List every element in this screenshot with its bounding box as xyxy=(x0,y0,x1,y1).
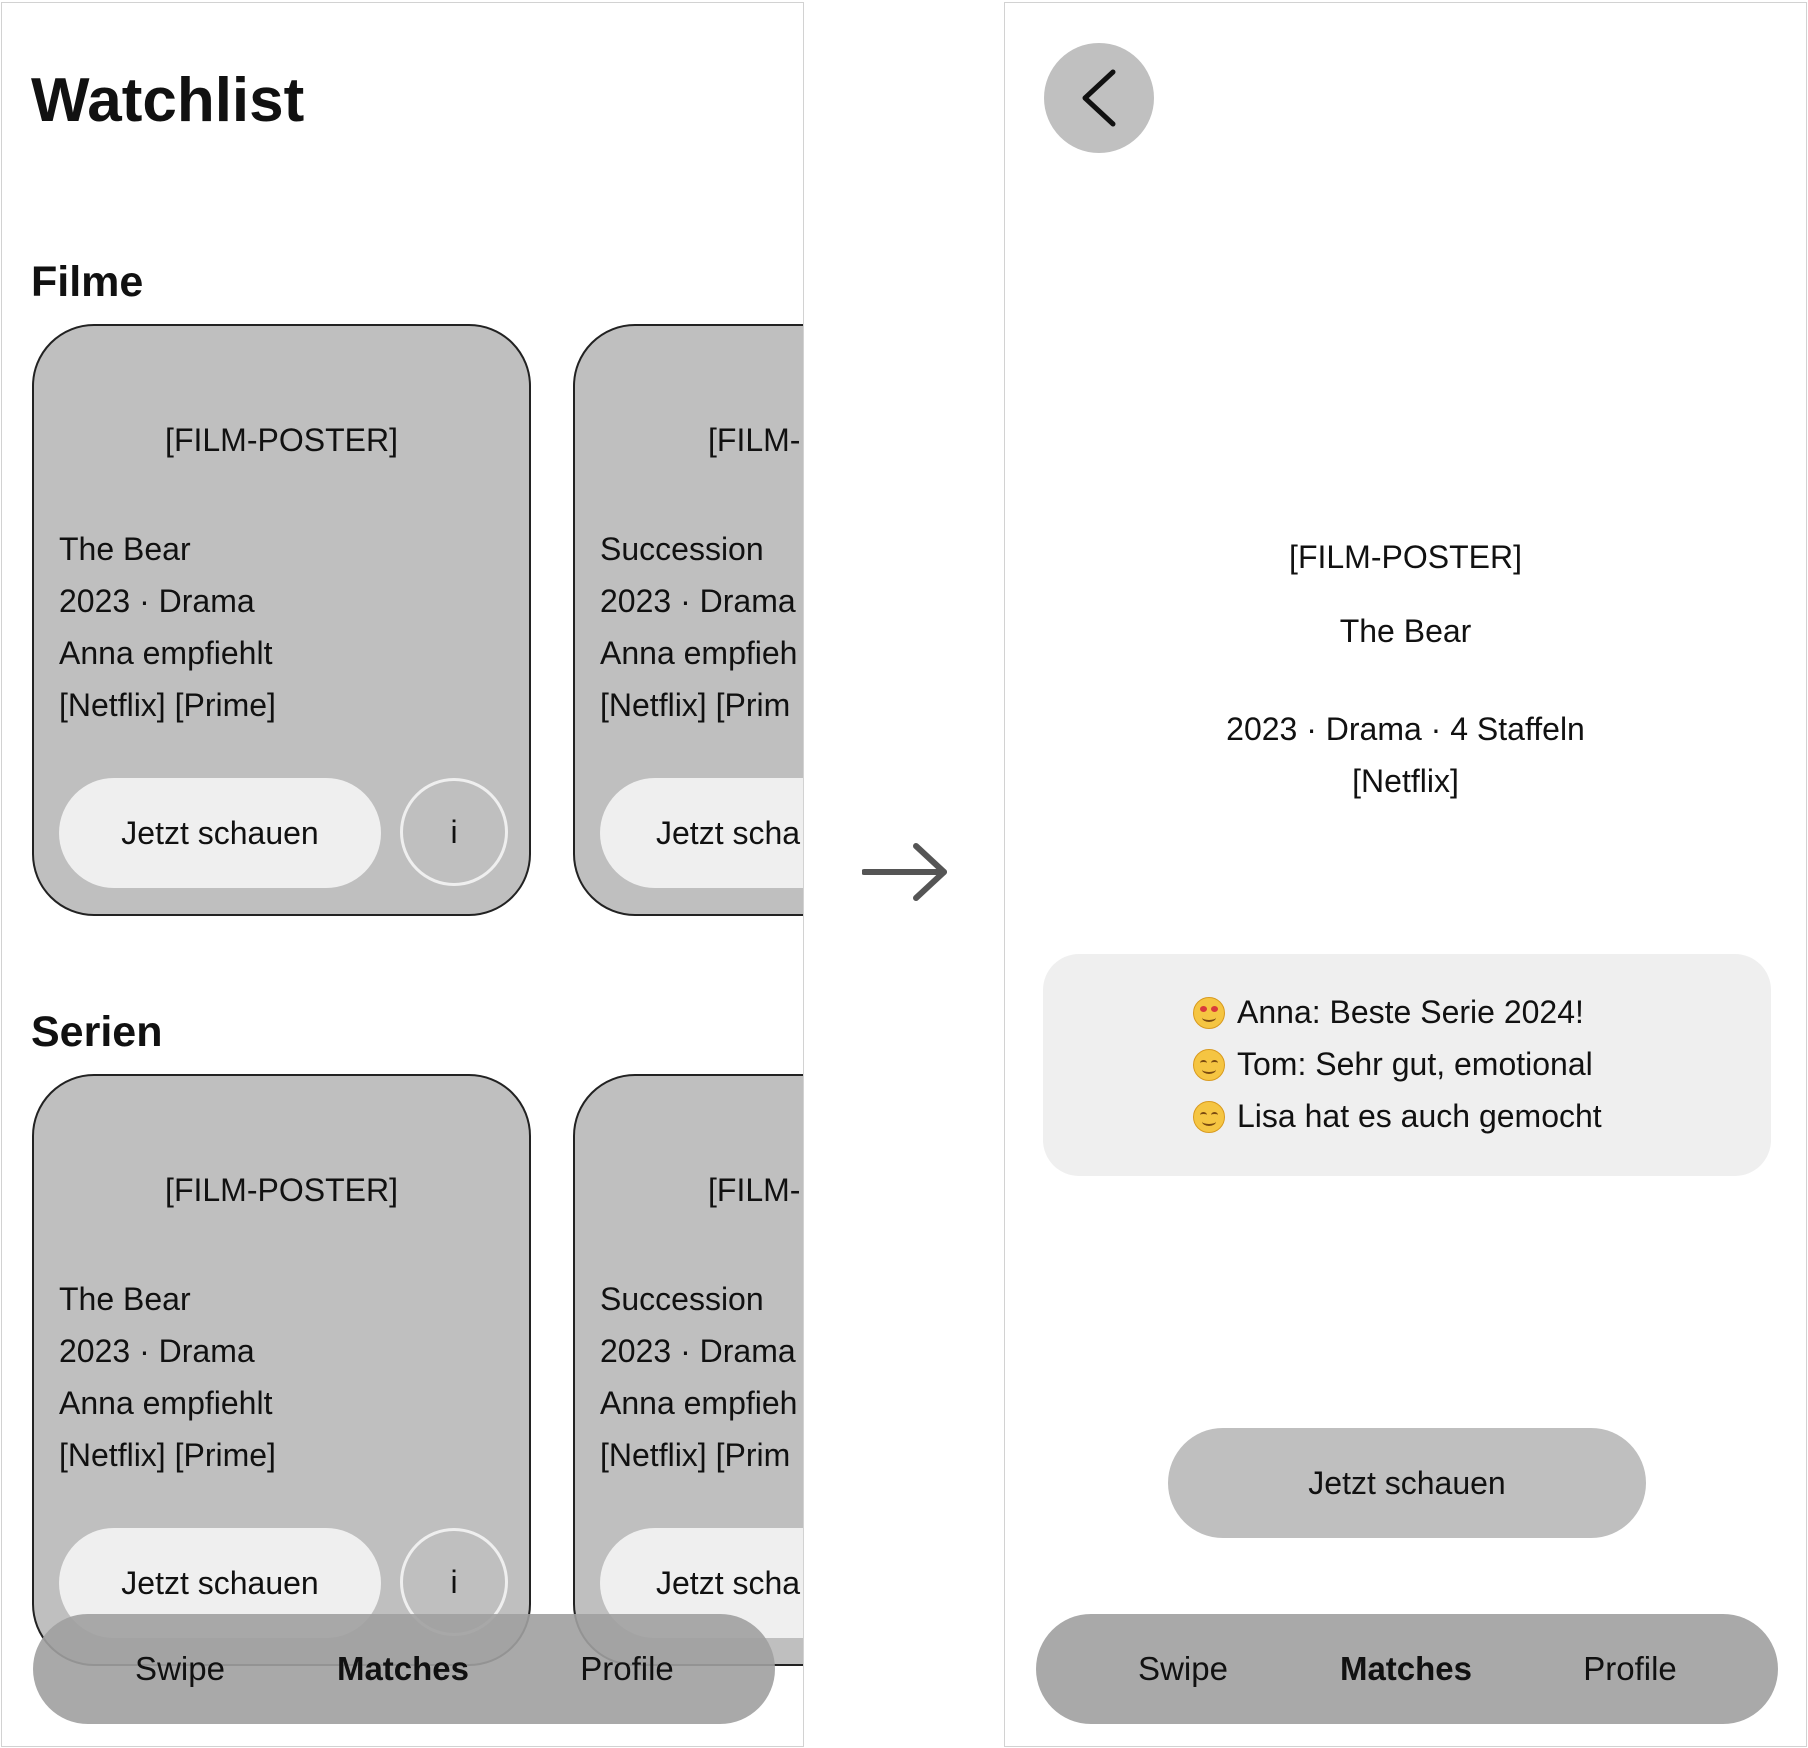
section-title-filme: Filme xyxy=(31,258,144,306)
watch-now-button[interactable]: Jetzt schauen xyxy=(59,778,381,888)
poster-placeholder: [FILM- xyxy=(708,422,801,458)
back-button[interactable] xyxy=(1044,43,1154,153)
poster-placeholder: [FILM-POSTER] xyxy=(165,1172,398,1208)
card-title: The Bear xyxy=(59,531,191,567)
friend-reviews: Anna: Beste Serie 2024! Tom: Sehr gut, e… xyxy=(1043,954,1771,1176)
heart-eyes-emoji-icon xyxy=(1193,996,1225,1029)
bottom-nav: Swipe Matches Profile xyxy=(1036,1614,1778,1724)
detail-title: The Bear xyxy=(1339,613,1472,649)
detail-provider: [Netflix] xyxy=(1352,763,1459,799)
card-recommendation: Anna empfiehlt xyxy=(59,1385,273,1421)
detail-screen: [FILM-POSTER] The Bear 2023 · Drama · 4 … xyxy=(1004,2,1807,1747)
card-title: Succession xyxy=(600,531,764,567)
review-item: Lisa hat es auch gemocht xyxy=(1193,1098,1602,1135)
watchlist-screen: Watchlist Filme [FILM-POSTER] The Bear 2… xyxy=(1,2,804,1747)
section-title-serien: Serien xyxy=(31,1008,163,1056)
review-text: Tom: Sehr gut, emotional xyxy=(1237,1046,1593,1082)
watch-now-button[interactable]: Jetzt scha xyxy=(600,778,803,888)
chevron-left-icon xyxy=(1082,69,1116,127)
movie-card[interactable]: [FILM-POSTER] The Bear 2023 · Drama Anna… xyxy=(32,324,531,916)
poster-placeholder: [FILM-POSTER] xyxy=(165,422,398,458)
info-button[interactable]: i xyxy=(400,778,508,886)
card-meta: 2023 · Drama xyxy=(59,583,255,619)
poster-placeholder: [FILM-POSTER] xyxy=(1289,539,1522,575)
card-meta: 2023 · Drama xyxy=(59,1333,255,1369)
card-providers: [Netflix] [Prime] xyxy=(59,1437,276,1473)
smiling-emoji-icon xyxy=(1193,1048,1225,1081)
card-title: The Bear xyxy=(59,1281,191,1317)
card-recommendation: Anna empfieh xyxy=(600,635,798,671)
movie-card[interactable]: [FILM- Succession 2023 · Drama Anna empf… xyxy=(573,324,803,916)
nav-item-matches[interactable]: Matches xyxy=(1339,1650,1473,1687)
review-item: Anna: Beste Serie 2024! xyxy=(1193,994,1584,1031)
nav-item-matches[interactable]: Matches xyxy=(336,1650,470,1687)
series-card[interactable]: [FILM- Succession 2023 · Drama Anna empf… xyxy=(573,1074,803,1666)
card-recommendation: Anna empfieh xyxy=(600,1385,798,1421)
bottom-nav: Swipe Matches Profile xyxy=(33,1614,775,1724)
nav-item-profile[interactable]: Profile xyxy=(580,1650,674,1687)
card-recommendation: Anna empfiehlt xyxy=(59,635,273,671)
review-text: Anna: Beste Serie 2024! xyxy=(1237,994,1584,1030)
watch-now-button[interactable]: Jetzt schauen xyxy=(1168,1428,1646,1538)
smiling-emoji-icon xyxy=(1193,1100,1225,1133)
detail-meta: 2023 · Drama · 4 Staffeln xyxy=(1226,711,1585,747)
page-title: Watchlist xyxy=(31,66,305,135)
card-providers: [Netflix] [Prim xyxy=(600,687,791,723)
arrow-right-icon xyxy=(862,843,947,901)
nav-item-swipe[interactable]: Swipe xyxy=(1138,1650,1228,1687)
review-text: Lisa hat es auch gemocht xyxy=(1237,1098,1602,1134)
review-item: Tom: Sehr gut, emotional xyxy=(1193,1046,1593,1083)
card-title: Succession xyxy=(600,1281,764,1317)
card-meta: 2023 · Drama xyxy=(600,583,796,619)
card-providers: [Netflix] [Prim xyxy=(600,1437,791,1473)
poster-placeholder: [FILM- xyxy=(708,1172,801,1208)
card-providers: [Netflix] [Prime] xyxy=(59,687,276,723)
series-card[interactable]: [FILM-POSTER] The Bear 2023 · Drama Anna… xyxy=(32,1074,531,1666)
card-meta: 2023 · Drama xyxy=(600,1333,796,1369)
nav-item-profile[interactable]: Profile xyxy=(1583,1650,1677,1687)
nav-item-swipe[interactable]: Swipe xyxy=(135,1650,225,1687)
